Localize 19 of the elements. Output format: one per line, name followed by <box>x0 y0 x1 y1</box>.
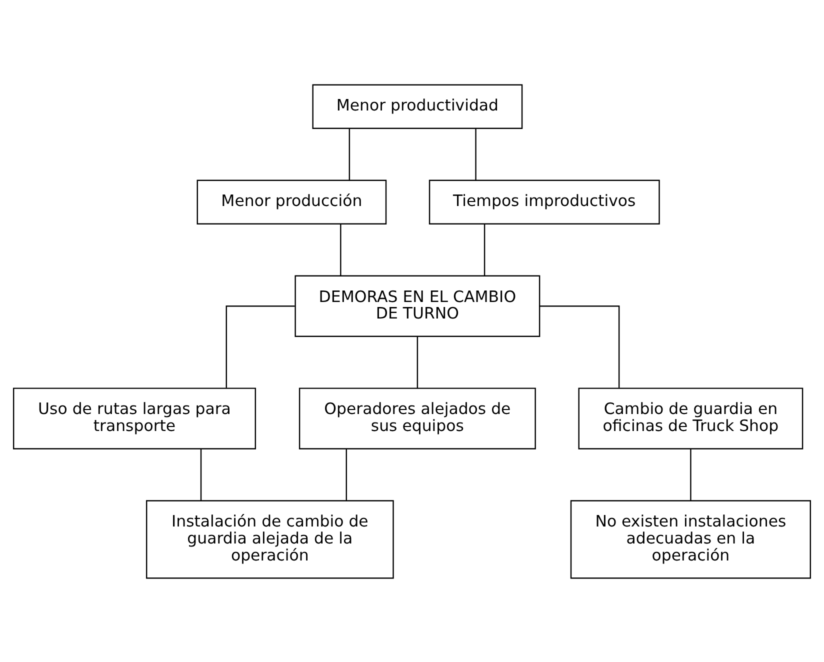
connector <box>416 336 418 388</box>
connector <box>475 128 476 180</box>
node-box: Cambio de guardia en oficinas de Truck Shop <box>578 387 804 449</box>
connector <box>346 448 347 500</box>
node-box: DEMORAS EN EL CAMBIO DE TURNO <box>294 274 540 336</box>
node-box: Menor producción <box>196 179 387 224</box>
node-box: Instalación de cambio de guardia alejada de la operación <box>146 500 394 578</box>
connector <box>540 305 620 388</box>
node-box: Uso de rutas largas para transporte <box>12 387 256 449</box>
node-box: Menor productividad <box>312 84 523 128</box>
connector <box>340 224 342 276</box>
connector <box>690 448 692 500</box>
connector <box>200 448 202 500</box>
node-box: Operadores alejados de sus equipos <box>298 387 536 449</box>
connector <box>348 128 350 180</box>
node-box: Tiempos improductivos <box>428 179 660 224</box>
connector <box>484 224 486 276</box>
connector <box>226 305 295 388</box>
node-box: No existen instalaciones adecuadas en la operación <box>570 500 812 578</box>
